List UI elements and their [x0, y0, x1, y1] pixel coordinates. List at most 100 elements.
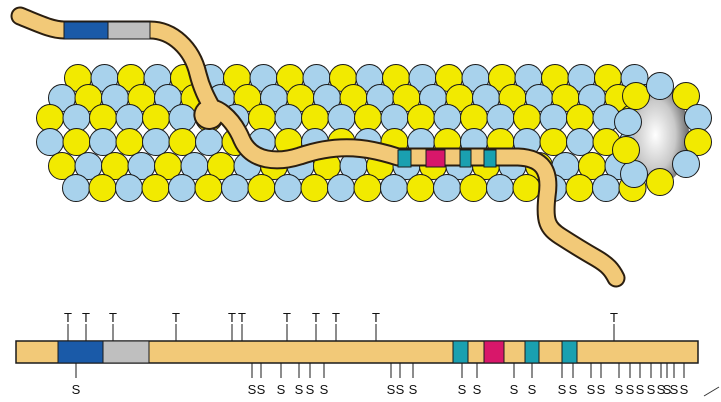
threonine-site-label: T	[610, 310, 618, 325]
serine-site-label: S	[558, 382, 567, 397]
bar-domain-blue	[57, 340, 104, 364]
serine-site-label: S	[387, 382, 396, 397]
tubulin-alpha-subunit	[62, 128, 91, 156]
serine-site-label: S	[277, 382, 286, 397]
tubulin-beta-subunit	[274, 174, 302, 202]
serine-site-label: S	[657, 382, 666, 397]
tubulin-beta-subunit	[327, 174, 355, 202]
threonine-site-label: T	[312, 310, 320, 325]
tubulin-beta-subunit	[592, 174, 620, 202]
tubulin-alpha-subunit	[247, 174, 276, 202]
tubulin-alpha-subunit	[407, 104, 435, 132]
strand-repeat-teal	[397, 149, 412, 168]
serine-site-label: S	[257, 382, 266, 397]
tubulin-alpha-subunit	[406, 174, 435, 202]
protein-strand	[10, 6, 626, 288]
tubulin-beta-subunit	[614, 108, 642, 136]
tubulin-alpha-subunit	[460, 104, 488, 132]
tubulin-alpha-subunit	[353, 174, 382, 202]
tubulin-beta-subunit	[566, 128, 594, 156]
tubulin-beta-subunit	[195, 128, 223, 156]
serine-site-label: S	[248, 382, 257, 397]
tubulin-beta-subunit	[168, 104, 197, 132]
tubulin-beta-subunit	[62, 104, 91, 132]
tubulin-beta-subunit	[646, 72, 674, 100]
tubulin-beta-subunit	[274, 104, 303, 132]
tubulin-beta-subunit	[433, 104, 462, 132]
tubulin-alpha-subunit	[142, 104, 170, 132]
serine-site-label: S	[636, 382, 645, 397]
tubulin-beta-subunit	[539, 104, 568, 132]
tubulin-beta-subunit	[115, 104, 144, 132]
serine-site-label: S	[528, 382, 537, 397]
threonine-site-label: T	[372, 310, 380, 325]
tubulin-alpha-subunit	[539, 128, 568, 156]
bar-repeat-teal	[524, 340, 540, 364]
serine-site-label: S	[295, 382, 304, 397]
tubulin-beta-subunit	[486, 104, 515, 132]
serine-site-label: S	[569, 382, 578, 397]
tubulin-beta-subunit	[168, 174, 196, 202]
tubulin-beta-subunit	[486, 174, 514, 202]
tubulin-alpha-subunit	[301, 104, 329, 132]
serine-site-label: S	[626, 382, 635, 397]
threonine-site-label: T	[172, 310, 180, 325]
tubulin-alpha-subunit	[512, 174, 541, 202]
tubulin-beta-subunit	[36, 128, 64, 156]
strand-domain-magenta	[425, 149, 446, 168]
tubulin-beta-subunit	[433, 174, 461, 202]
tubulin-alpha-subunit	[646, 168, 674, 196]
serine-site-label: S	[72, 382, 81, 397]
tubulin-alpha-subunit	[612, 136, 640, 164]
tubulin-alpha-subunit	[300, 174, 329, 202]
microtubule	[36, 64, 712, 202]
tubulin-alpha-subunit	[88, 174, 117, 202]
tubulin-alpha-subunit	[684, 128, 712, 156]
tubulin-beta-subunit	[684, 104, 712, 132]
tubulin-beta-subunit	[620, 160, 648, 188]
tubulin-alpha-subunit	[354, 104, 382, 132]
tubulin-beta-subunit	[380, 104, 409, 132]
tubulin-alpha-subunit	[194, 174, 223, 202]
threonine-site-label: T	[64, 310, 72, 325]
bar-repeat-teal	[561, 340, 578, 364]
threonine-site-label: T	[332, 310, 340, 325]
bar-domain-gray	[102, 340, 150, 364]
bar-domain-magenta	[483, 340, 505, 364]
threonine-site-label: T	[82, 310, 90, 325]
tubulin-alpha-subunit	[565, 174, 594, 202]
tubulin-alpha-subunit	[459, 174, 488, 202]
tubulin-beta-subunit	[380, 174, 408, 202]
serine-site-label: S	[597, 382, 606, 397]
tubulin-alpha-subunit	[672, 82, 700, 110]
serine-site-label: S	[458, 382, 467, 397]
serine-site-label: S	[473, 382, 482, 397]
tubulin-beta-subunit	[62, 174, 90, 202]
tubulin-beta-subunit	[327, 104, 356, 132]
serine-site-label: S	[587, 382, 596, 397]
serine-site-label: S	[306, 382, 315, 397]
serine-site-label: S	[670, 382, 679, 397]
threonine-site-label: T	[109, 310, 117, 325]
threonine-site-label: T	[238, 310, 246, 325]
tubulin-beta-subunit	[142, 128, 170, 156]
tubulin-alpha-subunit	[566, 104, 594, 132]
strand-domain-blue	[63, 21, 109, 40]
tubulin-beta-subunit	[221, 174, 249, 202]
tubulin-alpha-subunit	[248, 104, 276, 132]
serine-site-label: S	[647, 382, 656, 397]
bar-repeat-teal	[452, 340, 469, 364]
tubulin-alpha-subunit	[89, 104, 117, 132]
tubulin-beta-subunit	[115, 174, 143, 202]
strand-repeat-teal	[459, 149, 472, 168]
serine-site-label: S	[510, 382, 519, 397]
serine-site-label: S	[320, 382, 329, 397]
strand-repeat-teal	[483, 149, 497, 168]
threonine-site-label: T	[228, 310, 236, 325]
serine-site-label: S	[409, 382, 418, 397]
tubulin-alpha-subunit	[141, 174, 170, 202]
tubulin-beta-subunit	[672, 150, 700, 178]
tubulin-alpha-subunit	[115, 128, 144, 156]
